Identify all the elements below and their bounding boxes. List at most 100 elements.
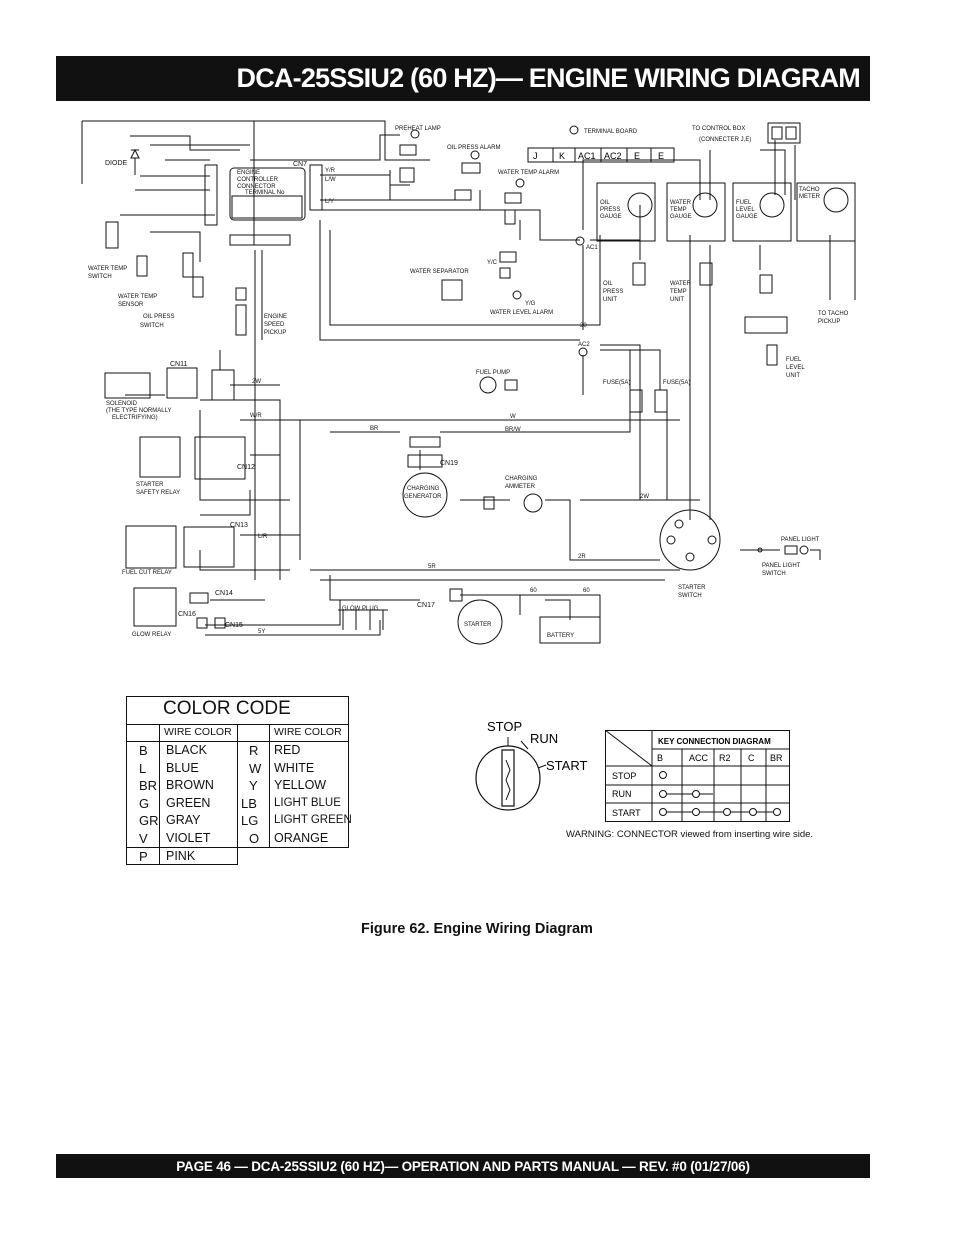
terminal-board-label: K	[559, 151, 565, 161]
wire-color-header: WIRE COLOR	[274, 726, 342, 738]
wire-label: 2W	[252, 379, 261, 385]
label-starter: STARTER	[464, 622, 492, 628]
key-start-label: START	[546, 758, 587, 773]
label-oil-press-switch: OIL PRESS	[143, 314, 174, 320]
label-water-temp-alarm: WATER TEMP ALARM	[498, 170, 559, 176]
label-water-temp-sensor: SENSOR	[118, 302, 144, 308]
terminal-board-label: AC2	[604, 151, 622, 161]
page-title: DCA-25SSIU2 (60 HZ)— ENGINE WIRING DIAGR…	[56, 56, 870, 101]
connector-warning: WARNING: CONNECTOR viewed from inserting…	[566, 829, 814, 840]
terminal-board-label: E	[658, 151, 664, 161]
wire-label: Y/C	[487, 260, 498, 266]
key-table-column: ACC	[689, 753, 709, 763]
contact-run-acc	[692, 790, 700, 798]
color-code-abbrev: G	[139, 795, 150, 811]
label-charging-generator: CHARGING	[407, 486, 440, 492]
label-solenoid: SOLENOID	[106, 401, 138, 407]
color-code-name: LIGHT BLUE	[274, 796, 341, 809]
label-engine-speed-pickup: ENGINE	[264, 314, 287, 320]
color-code-abbrev: O	[249, 831, 260, 846]
label-oil-press-switch: SWITCH	[140, 323, 164, 329]
label-starter-safety-relay: STARTER	[136, 482, 164, 488]
color-code-abbrev: L	[139, 760, 147, 776]
color-code-abbrev: BR	[139, 778, 158, 794]
label-diode: DIODE	[105, 160, 128, 167]
component-labels: DIODE ENGINE CONTROLLER CONNECTOR TERMIN…	[88, 126, 849, 639]
color-code-abbrev: B	[139, 743, 148, 758]
wire-label: BR/W	[505, 427, 521, 433]
wire-label: 2R	[578, 554, 586, 560]
label-fuel-level-unit: LEVEL	[786, 365, 805, 371]
label-water-temp-unit: WATER	[670, 281, 692, 287]
label-charging-ammeter: CHARGING	[505, 476, 538, 482]
color-code-abbrev: LB	[241, 795, 257, 811]
label-fuel-level-unit: FUEL	[786, 357, 802, 363]
color-code-abbrev: W	[249, 760, 262, 776]
label-panel-light-switch: PANEL LIGHT	[762, 563, 801, 569]
terminal-board-label: E	[634, 151, 640, 161]
label-panel-light: PANEL LIGHT	[781, 537, 820, 543]
wire-color-header: WIRE COLOR	[164, 726, 232, 738]
label-fuse: FUSE(5A)	[603, 380, 630, 386]
label-tacho-meter: METER	[799, 194, 821, 200]
contact-run-b	[659, 790, 667, 798]
label-engine-speed-pickup: SPEED	[264, 322, 285, 328]
color-code-name: GREEN	[166, 795, 211, 810]
label-fuel-cut-relay: FUEL CUT RELAY	[122, 570, 172, 576]
wire-label: Y/R	[325, 168, 336, 174]
label-engine-speed-pickup: PICKUP	[264, 330, 286, 336]
label-charging-generator: GENERATOR	[404, 494, 442, 500]
key-stop-label: STOP	[487, 719, 522, 734]
key-table-row: STOP	[612, 771, 636, 781]
label-ac1: AC1	[586, 245, 598, 251]
key-table-row: RUN	[612, 789, 632, 799]
color-code-name: PINK	[166, 848, 196, 863]
color-code-name: VIOLET	[166, 831, 211, 845]
wire-label: W	[510, 414, 516, 420]
color-code-abbrev: V	[139, 831, 148, 846]
label-water-temp-gauge: GAUGE	[670, 214, 692, 220]
key-table-title: KEY CONNECTION DIAGRAM	[658, 737, 771, 746]
label-cn19: CN19	[440, 460, 458, 467]
label-starter-switch: STARTER	[678, 585, 706, 591]
contact-start-r2	[723, 808, 731, 816]
label-water-temp-unit: UNIT	[670, 297, 684, 303]
label-to-tacho-pickup: PICKUP	[818, 319, 840, 325]
figure-caption: Figure 62. Engine Wiring Diagram	[361, 921, 593, 937]
label-oil-press-alarm: OIL PRESS ALARM	[447, 145, 500, 151]
label-cn7: CN7	[293, 161, 307, 168]
label-water-temp-gauge: WATER	[670, 200, 692, 206]
key-table-row: START	[612, 808, 641, 818]
color-code-name: YELLOW	[274, 778, 327, 793]
label-oil-press-gauge: OIL	[600, 200, 610, 206]
label-oil-press-unit: UNIT	[603, 297, 617, 303]
label-water-temp-sensor: WATER TEMP	[118, 294, 157, 300]
color-code-title: COLOR CODE	[163, 698, 291, 719]
label-water-separator: WATER SEPARATOR	[410, 269, 469, 275]
color-code-abbrev: R	[249, 743, 259, 758]
label-to-control-box: (CONNECTER J,E)	[699, 137, 751, 143]
key-table-column: C	[748, 753, 755, 763]
wire-label: 5R	[428, 564, 436, 570]
wire-label: L/R	[258, 534, 268, 540]
color-code-divider	[237, 724, 238, 865]
wire-label: BR	[370, 426, 379, 432]
label-cn15: CN15	[225, 622, 243, 629]
key-table-rows: STOP RUN START	[612, 771, 641, 818]
contact-start-b	[659, 808, 667, 816]
wire-label: 60	[583, 588, 590, 594]
wiring-harness	[81, 120, 856, 636]
label-tacho-meter: TACHO	[799, 187, 820, 193]
label-panel-light-switch: SWITCH	[762, 571, 786, 577]
label-fuel-level-gauge: FUEL	[736, 200, 752, 206]
terminal-board-label: AC1	[578, 151, 596, 161]
label-starter-switch: SWITCH	[678, 593, 702, 599]
color-code-name: BLACK	[166, 743, 207, 757]
label-water-temp-gauge: TEMP	[670, 207, 687, 213]
label-fuel-level-gauge: LEVEL	[736, 207, 755, 213]
color-code-name: ORANGE	[274, 831, 329, 845]
color-code-abbrev: GR	[139, 813, 159, 829]
color-code-divider	[159, 724, 160, 865]
